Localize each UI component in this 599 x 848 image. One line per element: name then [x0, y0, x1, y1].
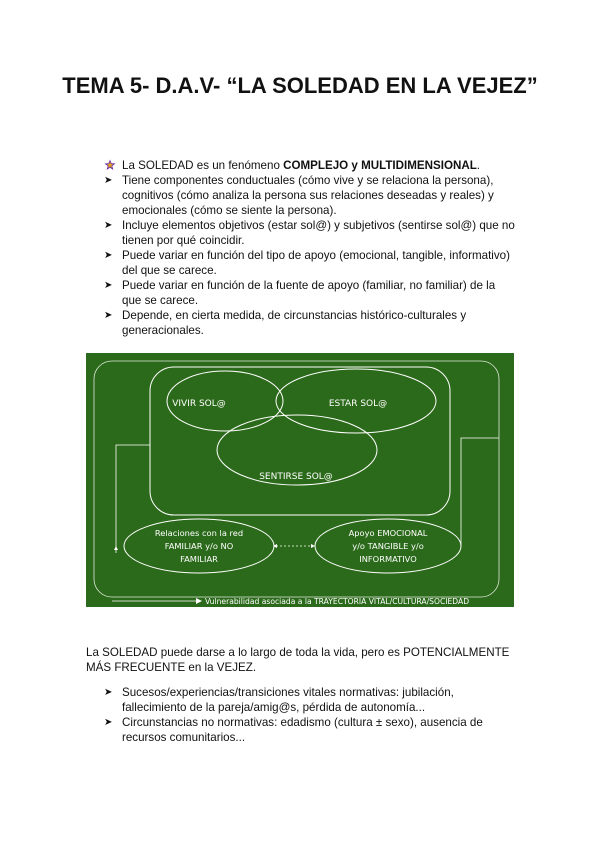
label-apoyo-2: y/o TANGIBLE y/o [352, 541, 424, 551]
list-item: Sucesos/experiencias/transiciones vitale… [102, 685, 516, 715]
arrow-bullet-icon [104, 685, 118, 700]
characteristics-list: La SOLEDAD es un fenómeno COMPLEJO y MUL… [102, 158, 516, 338]
list-item: Tiene componentes conductuales (cómo viv… [102, 173, 516, 218]
star-bullet-icon [104, 159, 116, 170]
list-item: Puede variar en función del tipo de apoy… [102, 248, 516, 278]
arrow-bullet-icon [104, 278, 118, 293]
diagram-background [86, 353, 514, 607]
circle-estar [275, 368, 437, 434]
label-apoyo-3: INFORMATIVO [359, 554, 417, 564]
arrow-head-icon [311, 544, 315, 548]
label-relaciones-3: FAMILIAR [180, 554, 218, 564]
left-connector [115, 444, 150, 553]
outer-frame [93, 360, 500, 598]
right-connector [460, 437, 499, 546]
list-item: La SOLEDAD es un fenómeno COMPLEJO y MUL… [102, 158, 516, 173]
arrow-head-icon [114, 546, 118, 550]
list-item: Depende, en cierta medida, de circunstan… [102, 308, 516, 338]
arrow-bullet-icon [104, 248, 118, 263]
arrow-bullet-icon [104, 715, 118, 730]
inner-frame [149, 366, 451, 516]
list-item: Circunstancias no normativas: edadismo (… [102, 715, 516, 745]
circle-vivir [166, 370, 284, 432]
frequency-paragraph: La SOLEDAD puede darse a lo largo de tod… [86, 646, 510, 674]
causes-list: Sucesos/experiencias/transiciones vitale… [102, 685, 516, 745]
loneliness-diagram: VIVIR SOL@ ESTAR SOL@ SENTIRSE SOL@ Rela… [86, 353, 514, 607]
arrow-head-icon [196, 598, 202, 604]
label-relaciones-2: FAMILIAR y/o NO [165, 541, 234, 551]
arrow-bullet-icon [104, 173, 118, 188]
page-title: TEMA 5- D.A.V- “LA SOLEDAD EN LA VEJEZ” [62, 73, 538, 98]
list-item: Puede variar en función de la fuente de … [102, 278, 516, 308]
label-vivir: VIVIR SOL@ [172, 399, 226, 409]
label-relaciones-1: Relaciones con la red [155, 528, 243, 538]
label-vulnerabilidad: Vulnerabilidad asociada a la TRAYECTORIA… [205, 597, 469, 606]
arrow-head-icon [273, 544, 277, 548]
circle-sentirse [216, 414, 378, 486]
list-item: Incluye elementos objetivos (estar sol@)… [102, 218, 516, 248]
arrow-bullet-icon [104, 218, 118, 233]
arrow-bullet-icon [104, 308, 118, 323]
label-estar: ESTAR SOL@ [329, 399, 387, 409]
label-sentirse: SENTIRSE SOL@ [259, 472, 333, 482]
label-apoyo-1: Apoyo EMOCIONAL [349, 528, 428, 538]
